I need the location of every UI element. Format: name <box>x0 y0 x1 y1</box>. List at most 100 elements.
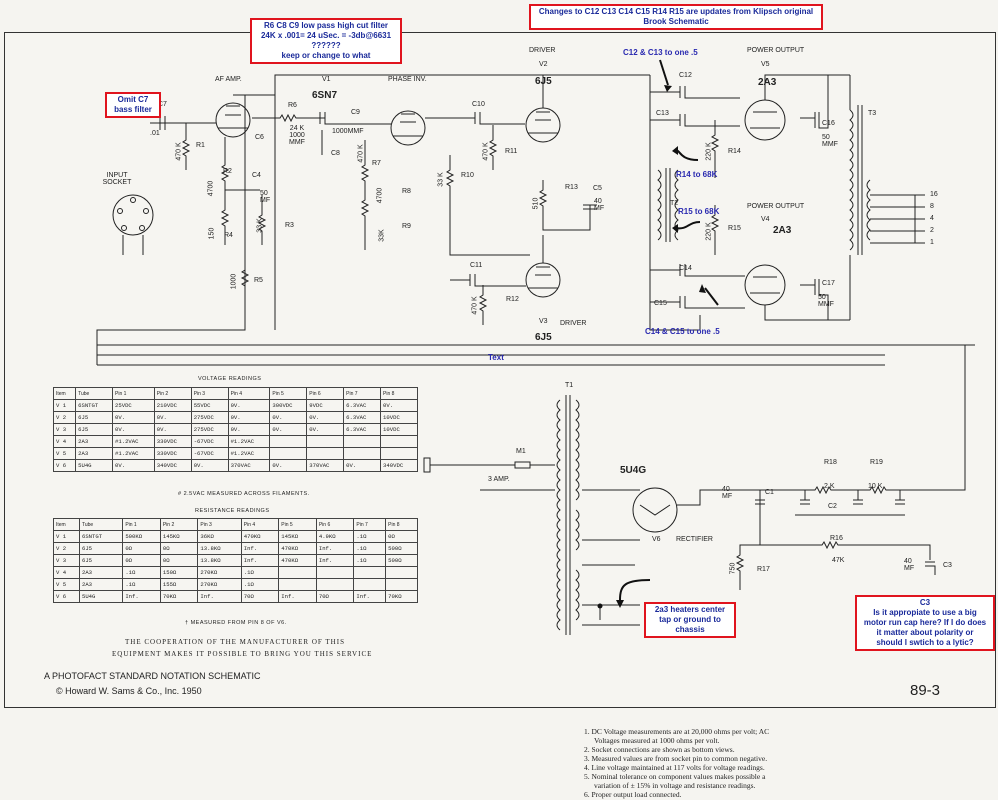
transformer-t3 <box>849 109 854 251</box>
table-cell: 0V. <box>112 411 155 424</box>
input-socket-label: INPUT SOCKET <box>102 172 132 186</box>
tube-v1a <box>215 102 251 138</box>
table-cell: .1Ω <box>240 566 280 579</box>
table-cell: 0V. <box>269 459 308 472</box>
table-cell: 0V. <box>269 423 308 436</box>
tag-r11: R11 <box>505 148 518 155</box>
note-line: 2. Socket connections are shown as botto… <box>584 745 735 754</box>
c3-note-line: should I swtich to a lytic? <box>876 638 974 647</box>
table-cell: 145KΩ <box>159 530 199 543</box>
table-cell: 13.8KΩ <box>197 542 242 555</box>
table-cell: 0V. <box>306 423 345 436</box>
value-r15: 220 K <box>705 222 713 241</box>
value-r11: 470 K <box>482 142 490 161</box>
table-cell: V 6 <box>53 590 80 603</box>
header-cell: Pin 4 <box>240 518 280 531</box>
c3-note-line: C3 <box>919 598 931 607</box>
header-cell: Pin 6 <box>306 387 345 400</box>
tag-c9: C9 <box>351 109 360 116</box>
note-line: 6. Proper output load connected. <box>584 790 682 799</box>
tag-r18: R18 <box>824 459 837 466</box>
value-c7: .01 <box>150 130 160 137</box>
tag-c8: C8 <box>331 150 340 157</box>
table-cell: 6J5 <box>78 542 124 555</box>
tube-v3 <box>525 262 561 298</box>
table-cell: 10VDC <box>380 423 418 436</box>
table-cell: 10VDC <box>380 411 418 424</box>
table-cell: 70KΩ <box>159 590 199 603</box>
table-cell: 0Ω <box>159 554 199 567</box>
tube-v6 <box>632 487 678 533</box>
table-cell: 150Ω <box>159 566 199 579</box>
table-cell: 55VDC <box>190 399 229 412</box>
table-cell: V 5 <box>53 578 80 591</box>
voltage-table-header: Item Tube Pin 1 Pin 2 Pin 3 Pin 4 Pin 5 … <box>52 387 418 400</box>
tag-r2: R2 <box>223 168 232 175</box>
value-r18: 2 K <box>824 483 835 490</box>
header-cell: Pin 6 <box>315 518 355 531</box>
tag-v2: V2 <box>539 61 548 68</box>
heaters-note-box: 2a3 heaters center tap or ground to chas… <box>644 602 736 638</box>
table-cell: .1Ω <box>353 542 387 555</box>
table-cell: 0Ω <box>159 542 199 555</box>
tag-m1: M1 <box>516 448 526 455</box>
tap-16: 16 <box>930 191 938 198</box>
omit-c7-line: bass filter <box>114 105 152 114</box>
voltage-table: Item Tube Pin 1 Pin 2 Pin 3 Pin 4 Pin 5 … <box>52 387 418 472</box>
input-socket <box>112 194 154 236</box>
table-cell: 0V. <box>153 423 192 436</box>
value-r1: 470 K <box>175 142 183 161</box>
table-cell: 25VDC <box>112 399 155 412</box>
stage-label-power-output-bottom: POWER OUTPUT <box>747 203 805 210</box>
header-cell: Pin 1 <box>122 518 161 531</box>
copyright: © Howard W. Sams & Co., Inc. 1950 <box>56 686 202 696</box>
value-r3: 33 K <box>256 218 264 233</box>
table-cell <box>278 578 317 591</box>
c3-note-line: it matter about polarity or <box>876 628 974 637</box>
table-cell: .1Ω <box>353 554 387 567</box>
c3-note-box: C3 Is it appropiate to use a big motor r… <box>855 595 995 651</box>
c3-note-line: Is it appropiate to use a big <box>873 608 977 617</box>
table-cell: Inf. <box>197 590 242 603</box>
value-c1: 40 MF <box>722 486 733 500</box>
value-r7: 470 K <box>357 144 365 163</box>
omit-c7-line: Omit C7 <box>117 95 149 104</box>
tap-4: 4 <box>930 215 934 222</box>
resistance-table-footnote: † MEASURED FROM PIN 8 OF V6. <box>185 620 287 626</box>
value-r13: 510 <box>532 197 540 210</box>
header-cell: Pin 8 <box>385 518 418 531</box>
filter-note-line: R6 C8 C9 low pass high cut filter <box>263 21 389 30</box>
tag-r3: R3 <box>285 222 294 229</box>
tag-r17: R17 <box>757 566 770 573</box>
header-cell: Pin 3 <box>197 518 242 531</box>
resistance-table-title: RESISTANCE READINGS <box>195 508 270 514</box>
tag-r19: R19 <box>870 459 883 466</box>
tag-t2: T2 <box>670 200 679 207</box>
table-cell: Inf. <box>278 590 317 603</box>
value-r17: 750 <box>729 562 737 575</box>
table-cell: 0V. <box>112 459 155 472</box>
header-cell: Pin 2 <box>159 518 199 531</box>
table-cell <box>306 447 345 460</box>
value-r19: 10 K <box>868 483 883 490</box>
table-cell: .1Ω <box>240 578 280 591</box>
table-cell: V 3 <box>52 423 77 436</box>
c3-note-line: motor run cap here? If I do does <box>863 618 987 627</box>
table-cell: V 2 <box>52 411 77 424</box>
heaters-note-line: tap or ground to <box>659 615 721 624</box>
klipsch-note-box: Changes to C12 C13 C14 C15 R14 R15 are u… <box>529 4 823 30</box>
table-cell: 0V. <box>153 411 192 424</box>
table-cell <box>353 566 387 579</box>
heaters-note-line: 2a3 heaters center <box>654 605 726 614</box>
header-cell: Pin 2 <box>153 387 192 400</box>
table-cell: .1Ω <box>122 566 161 579</box>
tap-8: 8 <box>930 203 934 210</box>
tag-v5: V5 <box>761 61 770 68</box>
